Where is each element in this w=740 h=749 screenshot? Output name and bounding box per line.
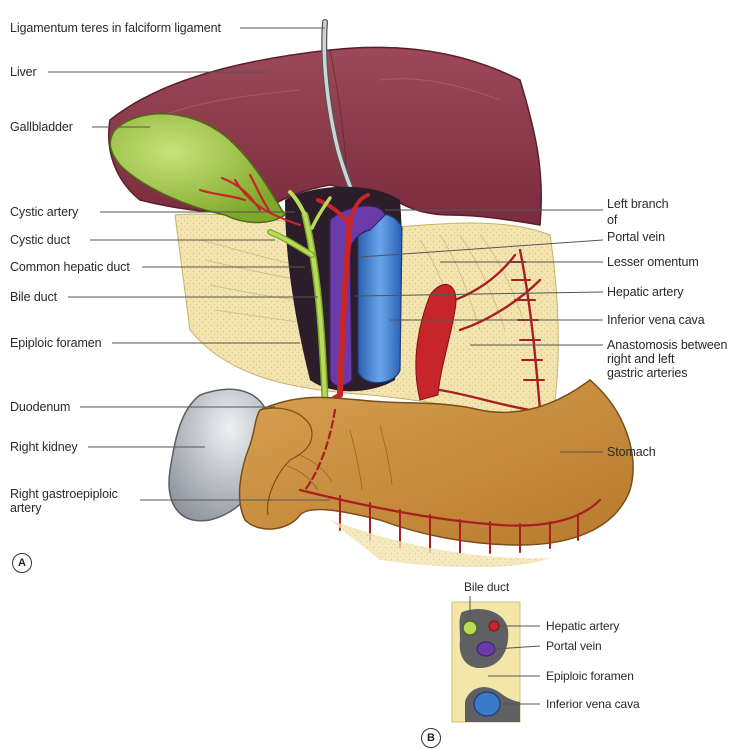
label-b-hepatic-artery: Hepatic artery	[546, 619, 619, 633]
label-portal-vein: Portal vein	[607, 230, 665, 244]
label-anastomosis-3: gastric arteries	[607, 366, 687, 380]
label-bile-duct: Bile duct	[10, 290, 57, 304]
section-bile-duct	[463, 621, 477, 635]
label-hepatic-artery: Hepatic artery	[607, 285, 683, 299]
label-anastomosis-1: Anastomosis between	[607, 338, 727, 352]
panel-letter-b: B	[421, 728, 441, 748]
label-stomach: Stomach	[607, 445, 656, 459]
label-cystic-duct: Cystic duct	[10, 233, 70, 247]
label-left-branch-1: Left branch	[607, 197, 668, 211]
label-duodenum: Duodenum	[10, 400, 70, 414]
label-right-gastroepiploic-1: Right gastroepiploic	[10, 487, 118, 501]
label-epiploic-foramen: Epiploic foramen	[10, 336, 102, 350]
stomach-duodenum	[240, 380, 633, 567]
label-liver: Liver	[10, 65, 37, 79]
label-cystic-artery: Cystic artery	[10, 205, 78, 219]
label-b-inferior-vena-cava: Inferior vena cava	[546, 697, 640, 711]
label-inferior-vena-cava: Inferior vena cava	[607, 313, 705, 327]
panel-b-section	[452, 596, 540, 722]
label-gallbladder: Gallbladder	[10, 120, 73, 134]
label-anastomosis-2: right and left	[607, 352, 674, 366]
label-b-bile-duct: Bile duct	[464, 580, 509, 594]
section-portal-vein	[477, 642, 495, 656]
section-ivc	[474, 692, 500, 716]
label-b-epiploic-foramen: Epiploic foramen	[546, 669, 634, 683]
label-ligamentum-teres: Ligamentum teres in falciform ligament	[10, 21, 221, 35]
label-b-portal-vein: Portal vein	[546, 639, 602, 653]
section-hepatic-artery	[489, 621, 499, 631]
label-right-gastroepiploic-2: artery	[10, 501, 41, 515]
inferior-vena-cava	[358, 214, 402, 383]
label-common-hepatic-duct: Common hepatic duct	[10, 260, 130, 274]
label-left-branch-2: of	[607, 213, 617, 227]
label-right-kidney: Right kidney	[10, 440, 78, 454]
label-lesser-omentum: Lesser omentum	[607, 255, 699, 269]
panel-letter-a: A	[12, 553, 32, 573]
